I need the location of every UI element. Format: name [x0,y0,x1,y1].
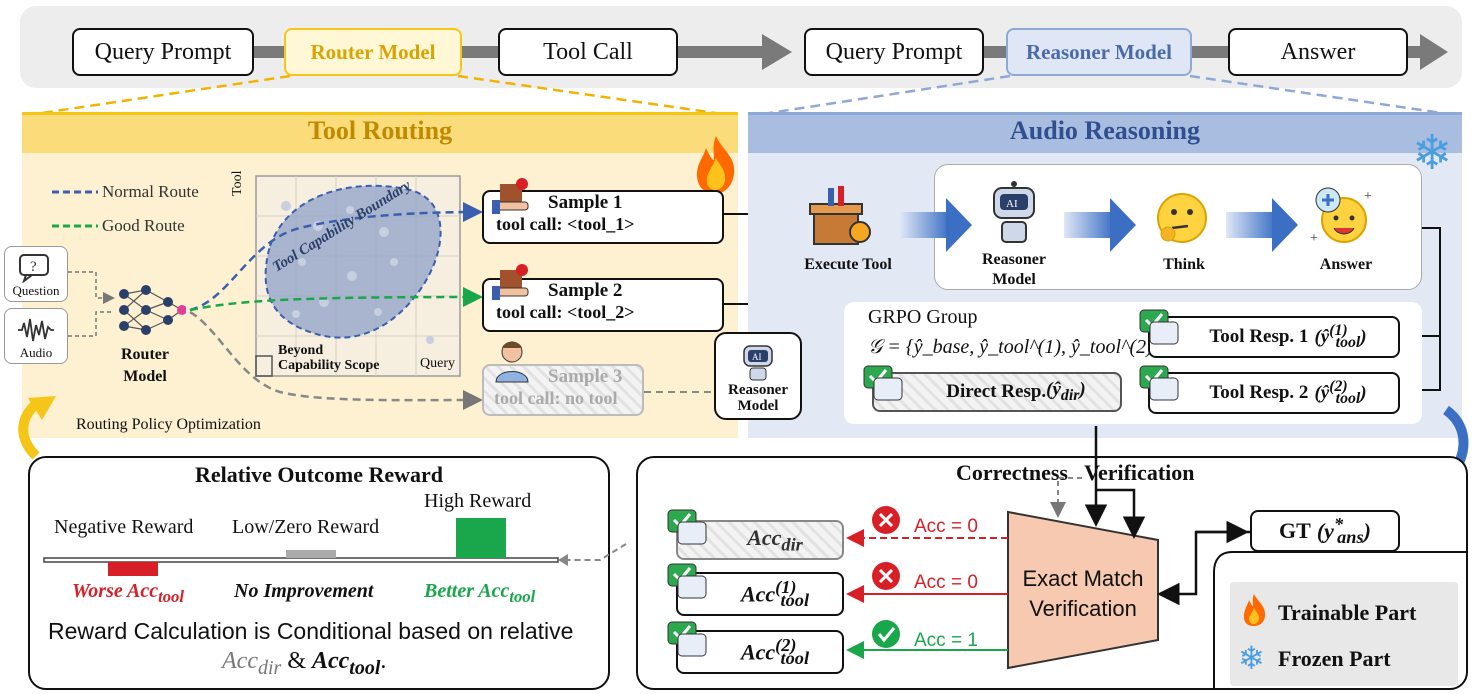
tool-resp-1-box: Tool Resp. 1 (ŷ(1)tool) [1148,316,1400,358]
direct-resp-box: Direct Resp. (ŷdir) [872,372,1122,412]
audio-input: Audio [4,308,68,364]
ground-truth-box: GT (y*ans) [1250,510,1400,552]
beyond-scope-label: Beyond Capability Scope [278,343,380,373]
router-model-node: Router Model [284,28,462,76]
sample-1-box: Sample 1 tool call: <tool_1> [482,190,724,244]
check-chat-icon [667,563,707,599]
low-zero-reward-label: Low/Zero Reward [232,516,380,538]
toolbox-hand-icon [492,178,529,214]
answer-star-face-icon: ++ [1310,187,1372,246]
check-chat-icon [1139,309,1179,345]
legend-normal-route: Normal Route [102,182,199,201]
no-improvement-label: No Improvement [234,580,374,602]
snowflake-icon: ❄ [1238,640,1265,676]
think-label: Think [1163,256,1205,273]
reward-calculation-acc: Accdir & Acctool. [222,648,387,679]
exact-match-label: Exact Match Verification [1022,566,1144,621]
better-acc-label: Better Acctool [424,580,536,606]
reward-calculation-text: Reward Calculation is Conditional based … [48,618,574,644]
plot-x-axis-label: Query [420,356,455,371]
worse-acc-label: Worse Acctool [72,580,185,606]
audio-wave-icon [18,318,54,342]
small-reasoner-box: AI Reasoner Model [714,332,802,420]
tool-call-node: Tool Call [498,28,678,76]
tool-routing-title: Tool Routing [307,116,453,145]
sample-2-box: Sample 2 tool call: <tool_2> [482,278,724,332]
svg-text:+: + [1364,189,1372,204]
svg-text:AI: AI [752,352,762,362]
toolbox-hand-icon [492,264,529,300]
legend-good-route: Good Route [102,216,185,235]
negative-reward-label: Negative Reward [54,516,194,538]
router-model-label: Router Model [121,346,169,385]
audio-label: Audio [19,345,53,360]
svg-text:+: + [1310,231,1318,246]
tool-resp-2-box: Tool Resp. 2 (ŷ(2)tool) [1148,372,1400,414]
fire-icon [1243,594,1266,626]
grpo-formula: 𝒢 = {ŷ_base, ŷ_tool^(1), ŷ_tool^(2), ...… [868,336,1191,358]
reward-panel [28,456,610,690]
small-robot-icon: AI [743,345,773,381]
reasoner-robot-icon: AI [993,181,1035,243]
execute-tool-icon [809,186,871,245]
reasoner-model-label: Reasoner Model [982,251,1046,288]
acc-one-tool2: Acc = 1 [914,630,978,651]
part-legend-box [1230,582,1458,686]
acc-zero-direct: Acc = 0 [914,516,978,537]
question-input: ? Question [4,246,68,302]
execute-tool-label: Execute Tool [804,256,892,273]
frozen-part-label: Frozen Part [1278,646,1391,671]
high-reward-label: High Reward [424,490,532,512]
thinking-face-icon [1157,193,1207,243]
svg-text:AI: AI [1006,198,1018,210]
check-chat-icon [667,509,707,545]
acc-zero-tool1: Acc = 0 [914,572,978,593]
grpo-title: GRPO Group [868,306,978,328]
check-chat-icon [1139,365,1179,401]
check-chat-icon [667,621,707,657]
verification-title: Correctness Verification [956,460,1195,485]
check-chat-icon [863,365,903,401]
reasoner-row-query-prompt: Query Prompt [804,28,984,76]
svg-text:?: ? [30,259,37,275]
person-icon [495,341,529,383]
question-icon: ? [19,254,49,283]
route-legend-lines [52,190,98,228]
trainable-part-label: Trainable Part [1278,600,1417,625]
answer-node: Answer [1228,28,1408,76]
router-network-icon [119,285,186,335]
question-label: Question [12,283,60,298]
acc-dir-box: Accdir [676,520,844,560]
router-row-query-prompt: Query Prompt [72,28,254,76]
routing-policy-label: Routing Policy Optimization [76,416,261,433]
fire-icon [696,136,735,194]
answer-label: Answer [1319,256,1373,273]
reward-title: Relative Outcome Reward [194,462,444,487]
reasoner-model-node: Reasoner Model [1006,28,1192,76]
audio-reasoning-title: Audio Reasoning [1010,116,1200,145]
